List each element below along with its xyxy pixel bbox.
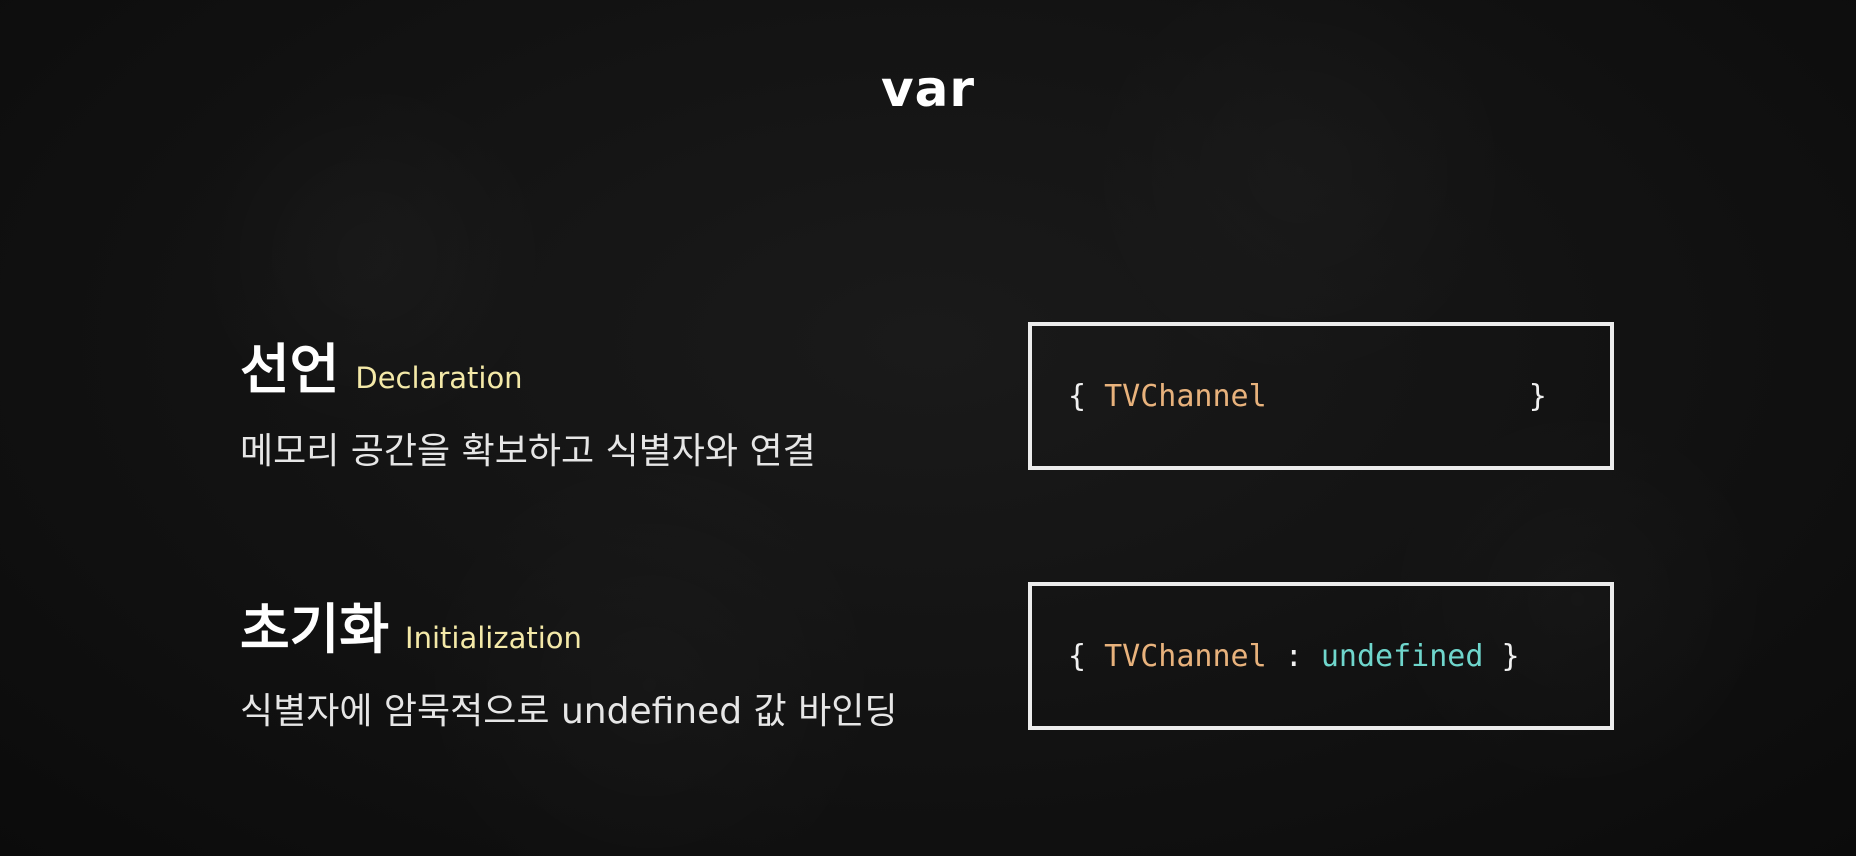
declaration-heading: 선언 Declaration — [240, 325, 816, 404]
initialization-heading-english: Initialization — [405, 621, 582, 655]
initialization-close-brace: } — [1501, 638, 1520, 674]
initialization-description: 식별자에 암묵적으로 undefined 값 바인딩 — [240, 691, 898, 732]
declaration-close-brace: } — [1528, 378, 1547, 414]
initialization-heading: 초기화 Initialization — [240, 585, 897, 664]
initialization-value: undefined — [1320, 638, 1484, 674]
declaration-heading-korean: 선언 — [240, 338, 340, 401]
declaration-identifier: TVChannel — [1104, 378, 1267, 414]
declaration-open-brace: { — [1068, 378, 1087, 414]
declaration-heading-english: Declaration — [355, 361, 523, 395]
initialization-section: 초기화 Initialization 식별자에 암묵적으로 undefined … — [240, 585, 897, 734]
initialization-open-brace: { — [1068, 638, 1087, 674]
declaration-code-box: { TVChannel} — [1028, 322, 1614, 470]
initialization-code-box: { TVChannel : undefined } — [1028, 582, 1614, 730]
initialization-identifier: TVChannel — [1104, 638, 1267, 674]
initialization-heading-korean: 초기화 — [240, 598, 390, 661]
declaration-description: 메모리 공간을 확보하고 식별자와 연결 — [240, 431, 816, 472]
declaration-section: 선언 Declaration 메모리 공간을 확보하고 식별자와 연결 — [240, 325, 816, 474]
initialization-colon: : — [1284, 638, 1303, 674]
page-title: var — [881, 60, 975, 118]
